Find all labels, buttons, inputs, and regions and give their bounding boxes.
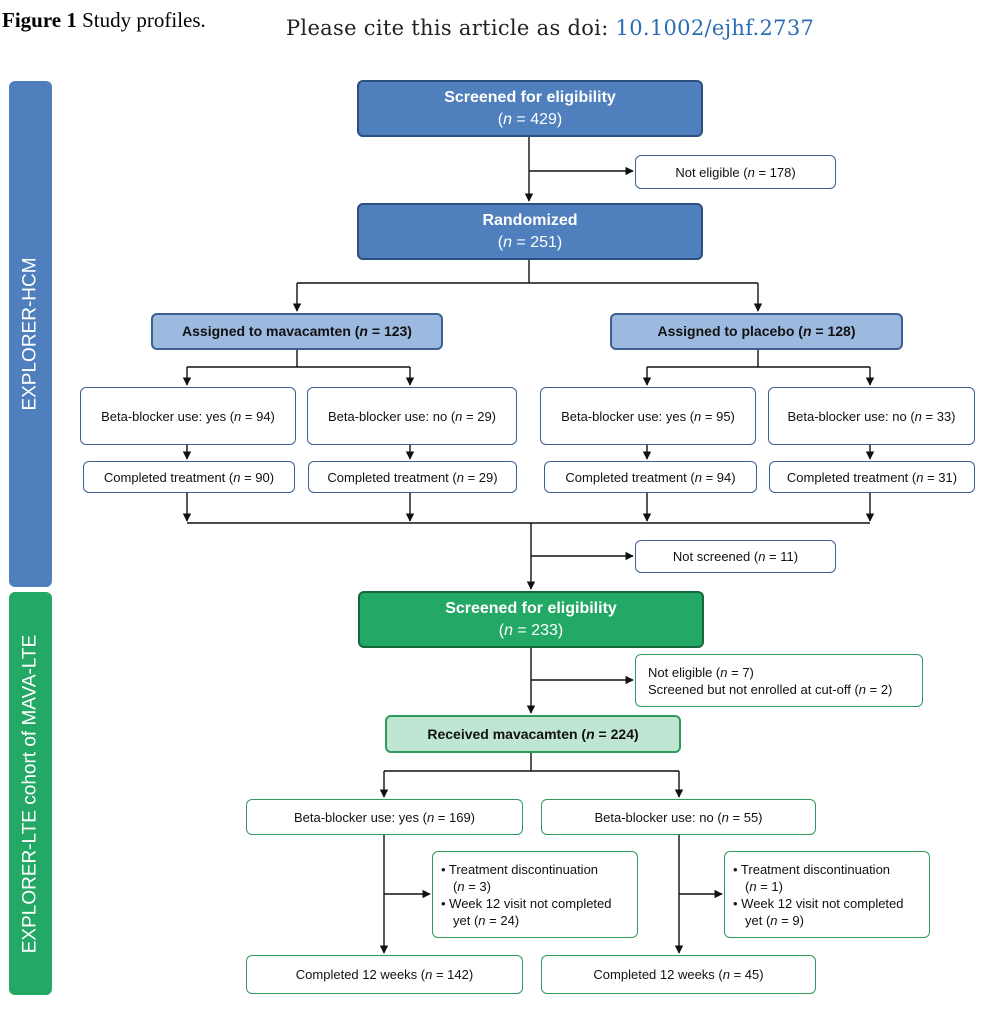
lte-discontinuation-no-box: • Treatment discontinuation (n = 1) • We…: [724, 851, 930, 938]
received-mavacamten-box: Received mavacamten (n = 224): [385, 715, 681, 753]
hcm-screened-title: Screened for eligibility: [444, 88, 616, 106]
hcm-screened-box: Screened for eligibility (n = 429): [357, 80, 703, 137]
lte-not-enrolled-text: Screened but not enrolled at cut-off (n …: [648, 681, 893, 697]
lte-bb-no-text: Beta-blocker use: no (n = 55): [594, 809, 763, 825]
lte-bb-no-box: Beta-blocker use: no (n = 55): [541, 799, 816, 835]
subgroup-placebo-bb-yes: Beta-blocker use: yes (n = 95): [540, 387, 756, 445]
doi-link[interactable]: 10.1002/ejhf.2737: [615, 16, 815, 40]
subgroup-label: Beta-blocker use: yes (n = 94): [101, 408, 275, 424]
hcm-not-eligible-box: Not eligible (n = 178): [635, 155, 836, 189]
lte-bb-yes-text: Beta-blocker use: yes (n = 169): [293, 809, 476, 825]
subgroup-placebo-bb-no: Beta-blocker use: no (n = 33): [768, 387, 975, 445]
lte-excluded-box: Not eligible (n = 7) Screened but not en…: [635, 654, 923, 707]
figure-title: Study profiles.: [82, 8, 206, 32]
explorer-lte-band: EXPLORER-LTE cohort of MAVA-LTE: [9, 592, 52, 995]
completed-label: Completed treatment (n = 29): [327, 469, 498, 485]
completed-label: Completed treatment (n = 31): [786, 469, 958, 485]
completed-placebo-bb-yes: Completed treatment (n = 94): [544, 461, 757, 493]
lte-not-eligible-text: Not eligible (n = 7): [648, 664, 754, 680]
citation-text: Please cite this article as doi:: [286, 16, 616, 40]
week12-label: • Week 12 visit not completed: [441, 895, 612, 911]
lte-completed-no-text: Completed 12 weeks (n = 45): [593, 967, 764, 982]
arm-mavacamten-box: Assigned to mavacamten (n = 123): [151, 313, 443, 350]
lte-completed-yes-text: Completed 12 weeks (n = 142): [295, 967, 474, 982]
arm-placebo-box: Assigned to placebo (n = 128): [610, 313, 903, 350]
hcm-screened-n: (n = 429): [497, 110, 563, 128]
lte-screened-title: Screened for eligibility: [445, 599, 617, 617]
not-screened-text: Not screened (n = 11): [672, 549, 799, 564]
discontinuation-label: • Treatment discontinuation: [733, 861, 891, 877]
subgroup-mava-bb-no: Beta-blocker use: no (n = 29): [307, 387, 517, 445]
discontinuation-n: (n = 1): [745, 878, 783, 894]
lte-completed-no-box: Completed 12 weeks (n = 45): [541, 955, 816, 994]
arm-placebo-text: Assigned to placebo (n = 128): [657, 323, 856, 339]
completed-mava-bb-no: Completed treatment (n = 29): [308, 461, 517, 493]
subgroup-label: Beta-blocker use: yes (n = 95): [561, 408, 735, 424]
completed-mava-bb-yes: Completed treatment (n = 90): [83, 461, 295, 493]
figure-label: Figure 1: [2, 8, 77, 32]
hcm-randomized-title: Randomized: [482, 211, 578, 229]
hcm-randomized-n: (n = 251): [497, 233, 563, 251]
lte-screened-n: (n = 233): [498, 621, 564, 639]
lte-bb-yes-box: Beta-blocker use: yes (n = 169): [246, 799, 523, 835]
lte-screened-box: Screened for eligibility (n = 233): [358, 591, 704, 648]
subgroup-mava-bb-yes: Beta-blocker use: yes (n = 94): [80, 387, 296, 445]
subgroup-label: Beta-blocker use: no (n = 29): [327, 408, 497, 424]
week12-n: yet (n = 9): [745, 912, 804, 928]
arm-mavacamten-text: Assigned to mavacamten (n = 123): [182, 323, 412, 339]
citation-line: Please cite this article as doi: 10.1002…: [286, 16, 814, 40]
completed-placebo-bb-no: Completed treatment (n = 31): [769, 461, 975, 493]
not-screened-box: Not screened (n = 11): [635, 540, 836, 573]
received-mavacamten-text: Received mavacamten (n = 224): [427, 725, 639, 742]
completed-label: Completed treatment (n = 90): [103, 469, 275, 485]
explorer-hcm-band: EXPLORER-HCM: [9, 81, 52, 587]
lte-completed-yes-box: Completed 12 weeks (n = 142): [246, 955, 523, 994]
discontinuation-n: (n = 3): [453, 878, 491, 894]
discontinuation-label: • Treatment discontinuation: [441, 861, 599, 877]
week12-n: yet (n = 24): [453, 912, 520, 928]
hcm-randomized-box: Randomized (n = 251): [357, 203, 703, 260]
week12-label: • Week 12 visit not completed: [733, 895, 904, 911]
hcm-not-eligible-text: Not eligible (n = 178): [675, 164, 796, 180]
subgroup-label: Beta-blocker use: no (n = 33): [787, 408, 956, 424]
lte-discontinuation-yes-box: • Treatment discontinuation (n = 3) • We…: [432, 851, 638, 938]
completed-label: Completed treatment (n = 94): [565, 469, 736, 485]
figure-caption: Figure 1 Study profiles.: [2, 8, 206, 33]
